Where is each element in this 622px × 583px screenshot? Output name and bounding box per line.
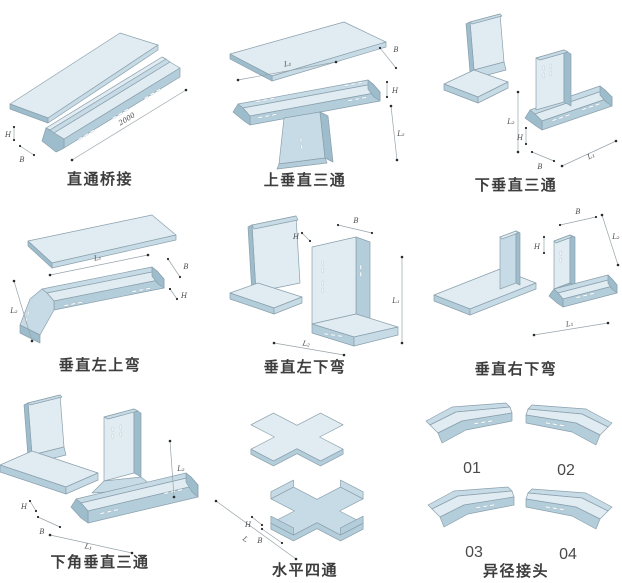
dim-label: H <box>20 503 28 511</box>
dimensions: L₁ L₂ B H <box>9 253 189 343</box>
cell-down-corner-vertical-tee: L₂ H B L₁ 下角垂直三通 <box>0 385 200 583</box>
down-vertical-tee-drawing: L₂ H B L₁ <box>443 13 618 171</box>
cross-cover <box>250 412 344 467</box>
caption-straight-bridge: 直通桥接 <box>66 171 133 188</box>
dim-label: L₂ <box>396 130 405 138</box>
angle-piece <box>433 230 537 316</box>
bend-body <box>548 234 618 308</box>
cell-up-vertical-tee: L₁ B H L₂ 上垂直三通 <box>200 0 410 195</box>
tray-body <box>41 56 181 153</box>
caption-horizontal-cross: 水平四通 <box>271 562 338 579</box>
reducer-02 <box>525 404 613 446</box>
straight-bridge-drawing: 2000 H B <box>4 32 188 164</box>
caption-reducer-joint: 异径接头 <box>482 563 549 580</box>
cover-plate <box>229 21 387 82</box>
dim-label: B <box>536 163 542 171</box>
caption-vertical-right-down-bend: 垂直右下弯 <box>474 361 558 378</box>
cross-tray <box>270 479 364 542</box>
dim-label: H <box>391 87 399 95</box>
cell-vertical-left-up-bend: L₁ L₂ B H 垂直左上弯 <box>0 195 200 385</box>
up-vertical-tee-drawing: L₁ B H L₂ <box>229 21 405 170</box>
dim-label: L₂ <box>301 339 311 348</box>
dim-label: B <box>38 528 44 536</box>
reducer-03 <box>427 486 515 528</box>
dim-label: H <box>516 134 524 142</box>
angle-piece <box>0 394 99 495</box>
tee-body <box>232 79 381 170</box>
dim-label: B <box>392 46 398 54</box>
dimensions: L₂ H B L₁ <box>20 439 185 555</box>
cell-horizontal-cross: L H B 水平四通 <box>200 385 410 583</box>
dim-label: L₂ <box>506 118 515 126</box>
dim-label: L₁ <box>391 297 400 305</box>
tee-body <box>70 408 199 524</box>
reducer-joint-drawing: 01 02 03 04 <box>425 402 613 563</box>
tee-body <box>524 49 613 131</box>
bend-body <box>19 266 165 344</box>
dim-label: B <box>352 217 358 225</box>
vertical-right-down-bend-drawing: B H L₂ L₁ <box>433 208 620 337</box>
dim-label: H <box>533 243 541 251</box>
dim-label: L₁ <box>92 253 102 263</box>
elbow-piece <box>443 13 509 104</box>
cover-plate <box>9 32 159 124</box>
dim-label: L₂ <box>9 307 18 315</box>
variant-label-03: 03 <box>465 544 483 561</box>
caption-vertical-left-up-bend: 垂直左上弯 <box>58 357 142 374</box>
caption-down-vertical-tee: 下垂直三通 <box>474 177 558 194</box>
dim-label: L₁ <box>564 319 574 328</box>
dim-label: B <box>182 263 188 271</box>
cell-vertical-left-down-bend: H B L₁ L₂ 垂直左下弯 <box>200 195 410 385</box>
variant-label-02: 02 <box>557 462 575 479</box>
dim-label: H <box>292 233 300 241</box>
dim-label: L₁ <box>282 59 292 68</box>
caption-vertical-left-down-bend: 垂直左下弯 <box>263 359 347 376</box>
dim-label: B <box>574 208 580 216</box>
dimensions: L₂ H B L₁ <box>506 90 618 171</box>
wall-panel-piece <box>229 215 303 315</box>
variant-label-04: 04 <box>559 546 577 563</box>
caption-down-corner-vertical-tee: 下角垂直三通 <box>50 554 150 571</box>
cell-down-vertical-tee: L₂ H B L₁ 下垂直三通 <box>410 0 622 195</box>
reducer-01 <box>425 402 513 444</box>
dimensions: L H B <box>214 499 298 561</box>
dim-label: B <box>18 156 24 164</box>
dim-label: L₂ <box>176 465 185 473</box>
down-corner-vertical-tee-drawing: L₂ H B L₁ <box>0 394 199 555</box>
dim-label: L₂ <box>611 233 620 241</box>
dimensions: B H L₂ L₁ <box>532 208 620 337</box>
vertical-left-up-bend-drawing: L₁ L₂ B H <box>9 214 189 344</box>
vertical-left-down-bend-drawing: H B L₁ L₂ <box>229 215 404 357</box>
cell-reducer-joint: 01 02 03 04 异径接头 <box>410 385 622 583</box>
dimensions: H B L₁ L₂ <box>272 217 404 357</box>
dim-label: H <box>4 131 12 139</box>
variant-label-01: 01 <box>463 460 481 477</box>
dim-label: L₁ <box>83 542 93 552</box>
dim-label: B <box>256 537 262 545</box>
cell-vertical-right-down-bend: B H L₂ L₁ 垂直右下弯 <box>410 195 622 385</box>
horizontal-cross-drawing: L H B <box>214 412 364 561</box>
caption-up-vertical-tee: 上垂直三通 <box>263 172 347 189</box>
dim-label: L <box>240 534 250 544</box>
bend-body <box>311 236 399 347</box>
dimensions: L₁ B H L₂ <box>236 46 405 162</box>
dim-label: L₁ <box>585 151 596 162</box>
dim-label: H <box>244 521 252 529</box>
cover-plate <box>27 214 177 269</box>
reducer-04 <box>525 488 613 530</box>
cell-straight-bridge: 2000 H B 直通桥接 <box>0 0 200 195</box>
dim-label: H <box>180 292 188 300</box>
